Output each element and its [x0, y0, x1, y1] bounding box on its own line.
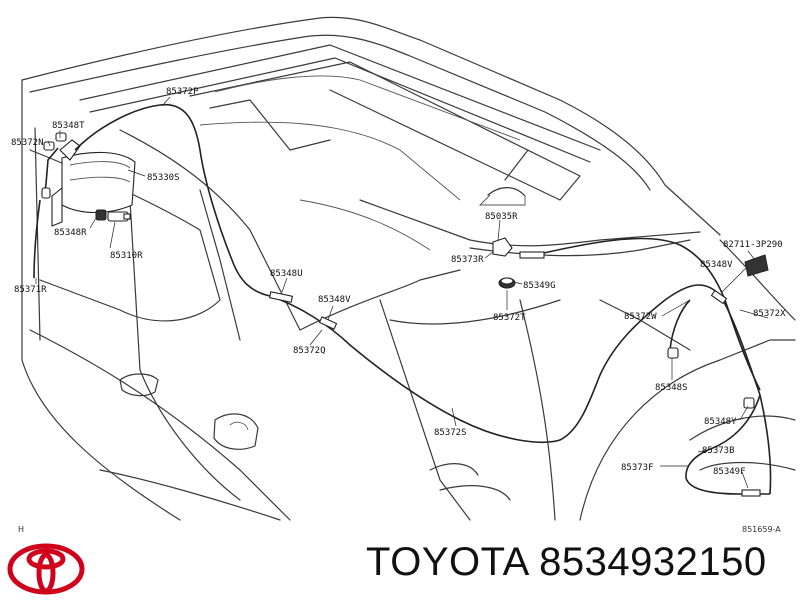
- label-85310R: 85310R: [110, 251, 143, 261]
- toyota-logo-icon: [7, 543, 85, 595]
- label-85330S: 85330S: [147, 173, 180, 183]
- diagram-id: 851659-A: [742, 525, 781, 534]
- label-85373F: 85373F: [621, 463, 654, 473]
- part-labels: 85372P 85348T 85372N 85330S 85348R 85310…: [11, 87, 786, 477]
- corner-mark: H: [18, 525, 24, 534]
- connectors: [41, 132, 769, 497]
- label-85372P: 85372P: [166, 87, 199, 97]
- label-85348R: 85348R: [54, 228, 87, 238]
- label-85372S: 85372S: [434, 428, 467, 438]
- label-85372W: 85372W: [624, 312, 657, 322]
- label-85372Q: 85372Q: [293, 346, 326, 356]
- washer-tank: [51, 139, 136, 227]
- label-85349F: 85349F: [713, 467, 746, 477]
- label-85349G: 85349G: [523, 281, 556, 291]
- washer-pump: [95, 209, 131, 222]
- label-85373R: 85373R: [451, 255, 484, 265]
- label-85348Y: 85348Y: [704, 417, 737, 427]
- label-85372N: 85372N: [11, 138, 44, 148]
- label-85372X: 85372X: [753, 309, 786, 319]
- label-85372T: 85372T: [493, 313, 526, 323]
- label-85373B: 85373B: [702, 446, 735, 456]
- label-85348S: 85348S: [655, 383, 688, 393]
- label-85348V-mid: 85348V: [318, 295, 351, 305]
- washer-hoses: [33, 103, 772, 495]
- label-82711-3P290: 82711-3P290: [723, 240, 783, 250]
- label-85348U: 85348U: [270, 269, 303, 279]
- leader-lines: [35, 96, 769, 489]
- label-85035R: 85035R: [485, 212, 518, 222]
- vehicle-outline: [21, 16, 796, 521]
- label-85348V-right: 85348V: [700, 260, 733, 270]
- label-85348T: 85348T: [52, 121, 85, 131]
- brand-part-number: TOYOTA 8534932150: [366, 540, 767, 584]
- label-85371R: 85371R: [14, 285, 47, 295]
